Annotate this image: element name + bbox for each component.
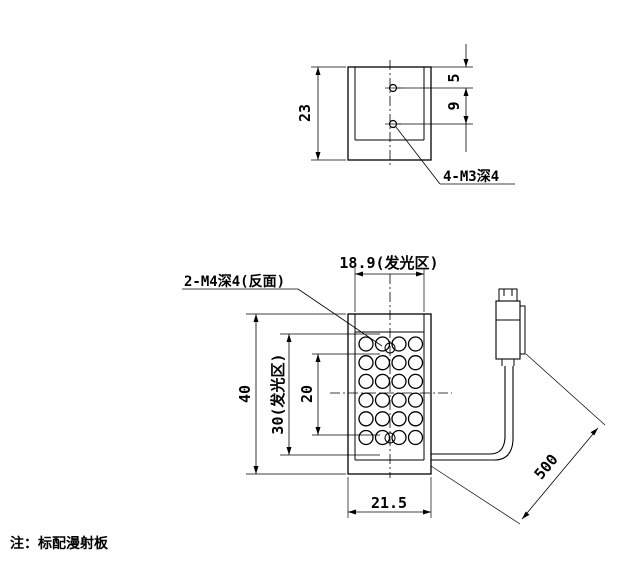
led-3-3 <box>391 373 407 390</box>
led-5-4 <box>407 411 424 427</box>
led-2-1 <box>358 355 374 371</box>
front-view-body <box>347 313 432 475</box>
hole-label: 4-M3深4 <box>443 168 499 185</box>
dim-20-label: 20 <box>298 385 316 403</box>
led-3-2 <box>374 373 391 390</box>
connector-top <box>498 288 518 302</box>
dim-30-label: 30(发光区) <box>269 353 287 434</box>
dim-5-label: 5 <box>445 73 463 82</box>
led-3-1 <box>358 373 374 390</box>
dim-500-arrows <box>522 428 598 519</box>
led-5-1 <box>358 411 374 427</box>
led-1-2 <box>374 336 391 352</box>
connector-latch <box>519 305 526 355</box>
led-6-3 <box>391 429 407 446</box>
led-3-4 <box>407 373 424 390</box>
connector-body <box>495 300 521 360</box>
dim-9-label: 9 <box>445 101 463 110</box>
top-view <box>311 44 515 185</box>
led-6-2 <box>374 429 391 446</box>
rear-holes <box>384 342 396 444</box>
led-4-1 <box>358 392 374 408</box>
led-1-3 <box>391 336 407 352</box>
dim-18-9-label: 18.9(发光区) <box>339 254 438 272</box>
led-2-3 <box>391 355 407 371</box>
led-2-4 <box>407 355 424 371</box>
cable-and-connector <box>430 288 606 525</box>
led-6-4 <box>407 429 424 446</box>
dim-40-label: 40 <box>236 385 254 403</box>
front-view <box>182 268 452 518</box>
rear-hole-lower <box>384 432 396 444</box>
dim-500-label: 500 <box>531 451 562 483</box>
cable-wire-2 <box>431 366 514 461</box>
led-6-1 <box>358 429 374 446</box>
led-4-3 <box>391 392 407 408</box>
dim-23-label: 23 <box>296 104 314 122</box>
led-5-2 <box>374 411 391 427</box>
top-view-arrows <box>315 59 469 160</box>
hole-leader <box>395 126 441 185</box>
dim-21-5-label: 21.5 <box>371 494 407 512</box>
led-1-4 <box>407 336 424 352</box>
front-view-arrows <box>253 271 431 515</box>
led-grid <box>358 336 424 446</box>
led-5-3 <box>391 411 407 427</box>
led-2-2 <box>374 355 391 371</box>
note-text: 注：标配漫射板 <box>10 536 108 552</box>
led-1-1 <box>358 336 374 352</box>
top-view-body <box>347 66 432 161</box>
rear-hole-upper <box>384 342 396 354</box>
rear-hole-leader <box>297 288 383 347</box>
led-4-4 <box>407 392 424 408</box>
rear-hole-label: 2-M4深4(反面) <box>184 273 285 290</box>
cable-wire-1 <box>431 366 506 455</box>
led-4-2 <box>374 392 391 408</box>
dim-500-line <box>521 427 599 520</box>
